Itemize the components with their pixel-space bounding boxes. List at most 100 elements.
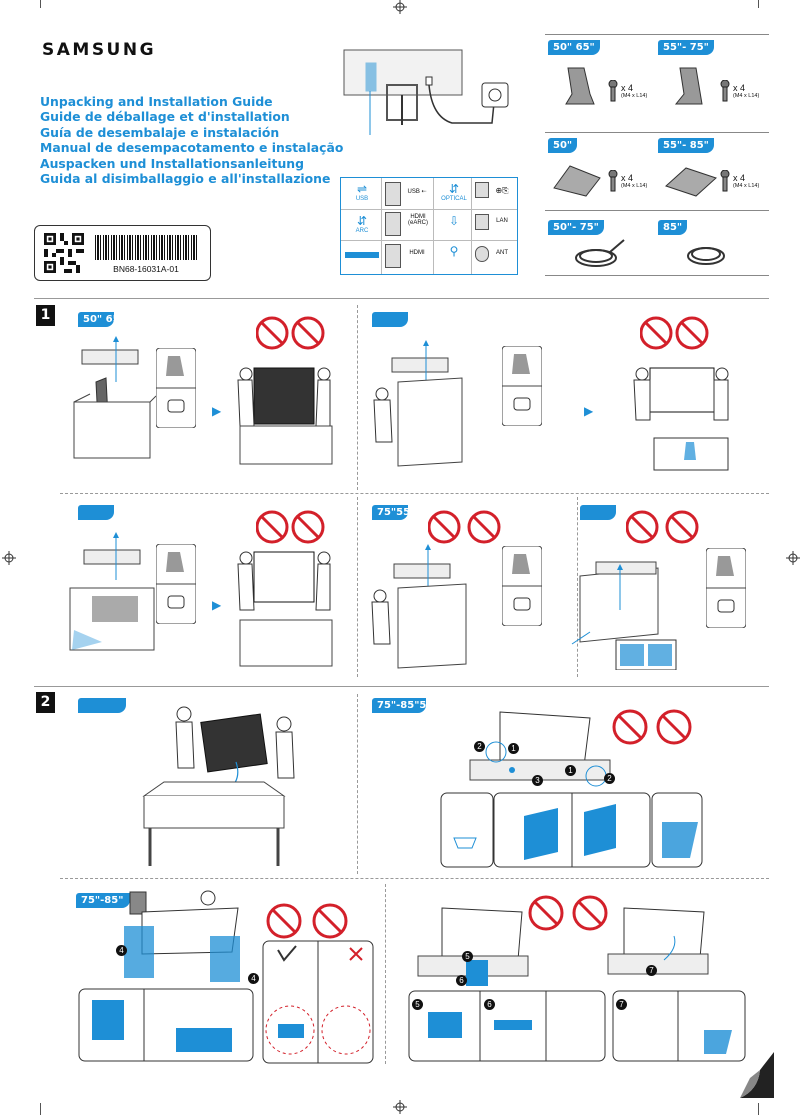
optical-label: ⇵OPTICAL xyxy=(441,182,467,202)
power-cable-icon xyxy=(575,239,625,267)
accessory-check-box xyxy=(156,348,196,428)
place-on-table-illustration xyxy=(142,706,295,866)
registration-mark-icon xyxy=(2,551,16,570)
size-badge xyxy=(580,505,616,520)
title-it: Guida al disimballaggio e all'installazi… xyxy=(40,171,331,187)
tv-lift-illustration xyxy=(607,907,709,975)
foam-detail-panels xyxy=(78,988,254,1062)
title-en: Unpacking and Installation Guide xyxy=(40,94,273,109)
tv-stand-removal-illustration xyxy=(417,907,529,986)
cushion-detail-panels xyxy=(440,792,703,868)
hdmi-earc-label: HDMI (eARC) xyxy=(407,214,428,226)
base-size-badge: 55"- 85" xyxy=(658,138,714,153)
crop-mark xyxy=(758,0,759,8)
lift-tv-illustration xyxy=(237,551,333,667)
screw-icon xyxy=(720,80,730,102)
callout-1-icon: 1 xyxy=(508,738,519,756)
title-pt: Manual de desempacotamento e instalação xyxy=(40,140,344,156)
cushion-fold-panels xyxy=(612,990,746,1062)
hdmi-label: HDMI xyxy=(409,250,425,256)
size-badge: 75"55" xyxy=(372,505,408,520)
size-badge xyxy=(78,505,114,520)
crop-mark xyxy=(40,0,41,8)
stand-size-badge: 50" 65" xyxy=(548,40,600,55)
stand-leg-icon xyxy=(674,67,703,105)
page-turn-icon xyxy=(740,1052,774,1098)
step-number: 1 xyxy=(36,305,55,326)
unbox-illustration xyxy=(373,340,463,467)
callout-2-icon: 2 xyxy=(604,768,615,786)
hdmi-cable-icon xyxy=(345,252,379,258)
screw-quantity: x 4(M4 x L14) xyxy=(733,83,760,100)
lan-plug-icon: ⇩ xyxy=(448,214,460,228)
callout-7-icon: 7 xyxy=(646,960,657,978)
unbox-illustration xyxy=(371,544,467,669)
arrow-right-icon: ▶ xyxy=(584,404,594,418)
power-cable-icon xyxy=(687,247,725,265)
no-handling-icons xyxy=(612,709,692,745)
qr-code-icon xyxy=(44,233,84,273)
screw-quantity: x 4(M4 x L14) xyxy=(621,83,648,100)
callout-4-icon: 4 xyxy=(248,968,259,986)
callout-3-icon: 3 xyxy=(532,770,543,788)
power-icon: ⊕⎘ xyxy=(495,186,509,195)
base-size-badge: 50" xyxy=(548,138,578,153)
no-handling-icons xyxy=(428,510,501,544)
size-badge: 50" 65" xyxy=(78,312,114,327)
optical-port-icon xyxy=(475,182,489,198)
unbox-illustration xyxy=(571,561,677,670)
part-number: BN68-16031A-01 xyxy=(113,264,179,274)
stand-base-icon xyxy=(665,167,717,197)
lan-label: LAN xyxy=(496,218,508,224)
screw-icon xyxy=(720,170,730,192)
crop-mark xyxy=(758,1103,759,1115)
accessory-check-box xyxy=(502,346,542,426)
screw-quantity: x 4(M4 x L14) xyxy=(733,173,760,190)
registration-mark-icon xyxy=(393,1100,407,1119)
barcode-icon xyxy=(95,235,197,260)
title-de: Auspacken und Installationsanleitung xyxy=(40,155,304,171)
stand-detail-panels xyxy=(408,990,606,1062)
stand-leg-icon xyxy=(565,67,595,105)
stand-size-badge: 55"- 75" xyxy=(658,40,714,55)
lift-tv-illustration xyxy=(237,367,333,465)
callout-5-icon: 5 xyxy=(412,994,423,1012)
registration-mark-icon xyxy=(393,0,407,19)
screw-icon xyxy=(608,170,618,192)
no-handling-icons xyxy=(266,903,348,939)
no-handling-icons xyxy=(256,316,325,350)
right-wrong-panel xyxy=(262,940,374,1064)
port-panel: ⇌USB USB ⇠ ⇵OPTICAL ⊕⎘ ⇵ARC HDMI (eARC) … xyxy=(340,177,518,275)
callout-6-icon: 6 xyxy=(456,970,467,988)
callout-4-icon: 4 xyxy=(116,940,127,958)
lan-port-icon xyxy=(475,214,489,230)
tv-back-diagram xyxy=(343,49,509,135)
title-es: Guía de desembalaje e instalación xyxy=(40,124,280,140)
ant-label: ANT xyxy=(496,250,508,256)
callout-6-icon: 6 xyxy=(484,994,495,1012)
hdmi-port-icon xyxy=(385,244,401,268)
guide-titles: Unpacking and Installation Guide Guide d… xyxy=(40,94,343,186)
foam-removal-illustration xyxy=(124,890,240,982)
callout-7-icon: 7 xyxy=(616,994,627,1012)
accessory-check-box xyxy=(706,548,746,628)
cable-size-badge: 50"- 75" xyxy=(548,220,604,235)
code-label-box: BN68-16031A-01 xyxy=(34,225,211,281)
callout-5-icon: 5 xyxy=(462,946,473,964)
ant-port-icon xyxy=(475,246,489,262)
size-badge xyxy=(372,312,408,327)
usb-port-label: ⇌USB xyxy=(355,182,369,202)
screw-icon xyxy=(608,80,618,102)
size-badge xyxy=(78,698,126,713)
registration-mark-icon xyxy=(786,551,800,570)
usb-c-label: USB ⇠ xyxy=(407,189,427,195)
no-handling-icons xyxy=(256,510,325,544)
title-fr: Guide de déballage et d'installation xyxy=(40,109,290,125)
stand-base-icon xyxy=(553,165,601,197)
step-number: 2 xyxy=(36,692,55,713)
size-badge: 75"-85"55" xyxy=(372,698,426,713)
no-handling-icons xyxy=(640,316,709,350)
hdmi-earc-port-icon xyxy=(385,212,401,236)
arrow-right-icon: ▶ xyxy=(212,404,222,418)
cable-size-badge: 85" xyxy=(658,220,688,235)
